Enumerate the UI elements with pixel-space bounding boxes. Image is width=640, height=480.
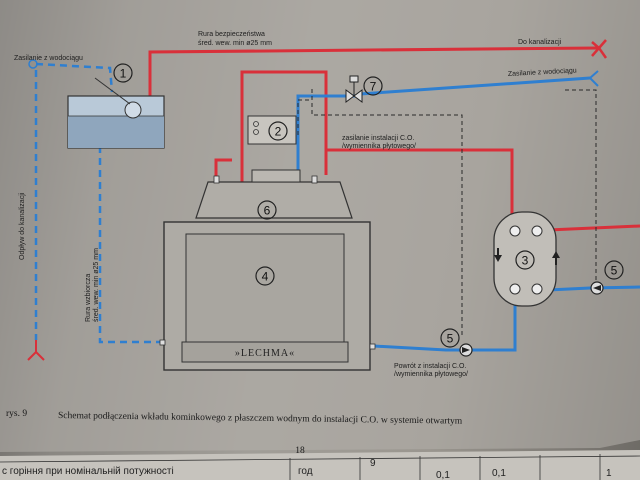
callout-5b bbox=[604, 260, 624, 280]
callout-2-number: 2 bbox=[275, 125, 282, 139]
co-supply-pipe bbox=[324, 148, 514, 228]
brand-logo: »LECHMA« bbox=[235, 348, 295, 359]
callout-4 bbox=[255, 266, 275, 286]
expansion-pipe-dashed bbox=[98, 146, 160, 344]
table-unit: год bbox=[298, 466, 313, 477]
pump-arrow-icon bbox=[462, 347, 470, 353]
connector-stub bbox=[159, 339, 166, 346]
ash-drawer bbox=[181, 341, 349, 363]
label-overflow: Odpływ do kanalizacji bbox=[19, 192, 26, 260]
callout-5a-number: 5 bbox=[447, 332, 454, 346]
caption-prefix: rys. 9 bbox=[6, 409, 27, 419]
connector-stub bbox=[369, 343, 376, 350]
mains-valve-icon bbox=[28, 59, 38, 69]
left-red-stub bbox=[214, 158, 232, 182]
label-co-return-2: /wymiennika płytowego/ bbox=[394, 371, 468, 378]
expansion-tank bbox=[67, 77, 165, 149]
table-row-label: с горіння при номінальній потужності bbox=[2, 466, 174, 477]
right-return-pipe bbox=[547, 285, 640, 292]
arrow-down-icon bbox=[497, 248, 499, 256]
controller-box bbox=[247, 115, 297, 145]
bottom-table: с горіння при номінальній потужності год… bbox=[0, 450, 640, 480]
table-cell: 0,1 bbox=[492, 468, 506, 479]
safety-pipe bbox=[148, 46, 599, 96]
flow-arrows bbox=[494, 248, 560, 265]
callout-4-number: 4 bbox=[262, 270, 269, 284]
float-valve-icon bbox=[124, 101, 142, 119]
label-expansion-pipe-2: śred. wew. min ø25 mm bbox=[93, 248, 100, 322]
drain-left-icon bbox=[27, 340, 45, 361]
fireplace-door bbox=[185, 233, 345, 343]
callout-5b-number: 5 bbox=[611, 264, 618, 278]
flue-collar bbox=[251, 169, 301, 183]
callout-7-number: 7 bbox=[370, 80, 377, 94]
table-cell: 0,1 bbox=[436, 470, 450, 480]
mains-supply-right bbox=[359, 76, 591, 96]
arrow-down-icon bbox=[494, 255, 502, 262]
right-supply-pipe bbox=[547, 224, 640, 232]
callout-5a bbox=[440, 328, 460, 348]
supply-pipes bbox=[148, 46, 640, 232]
callout-3 bbox=[515, 250, 535, 270]
label-co-supply-2: /wymiennika płytowego/ bbox=[342, 143, 416, 150]
label-safety-pipe-1: Rura bezpieczeństwa bbox=[198, 31, 265, 38]
table-cell: 9 bbox=[370, 458, 376, 469]
arrow-up-icon bbox=[555, 257, 557, 265]
label-mains-left: Zasilanie z wodociągu bbox=[14, 55, 83, 62]
callout-6-number: 6 bbox=[264, 204, 271, 218]
label-expansion-pipe-1: Rura wzbiorcza bbox=[85, 274, 92, 322]
callout-2 bbox=[268, 121, 288, 141]
table-cell: 1 bbox=[606, 468, 612, 479]
label-co-supply-1: zasilanie instalacji C.O. bbox=[342, 135, 414, 142]
fireplace-insert bbox=[163, 169, 371, 371]
callout-3-number: 3 bbox=[522, 254, 529, 268]
callout-1 bbox=[113, 63, 133, 83]
fireplace-top bbox=[195, 181, 353, 219]
pump-arrow-icon bbox=[593, 285, 601, 291]
callout-7 bbox=[363, 76, 383, 96]
label-mains-right: Zasilanie z wodociągu bbox=[508, 67, 577, 78]
red-loop-pipe bbox=[240, 70, 328, 188]
callout-1-number: 1 bbox=[120, 67, 127, 81]
controller-knob-icon bbox=[253, 129, 259, 135]
dashed-blue-lines bbox=[34, 62, 160, 344]
connector-stub bbox=[213, 175, 220, 184]
connector-stub bbox=[311, 175, 318, 184]
thermostatic-valve bbox=[345, 75, 363, 103]
left-mains-dashed bbox=[35, 62, 114, 93]
controller-knob-icon bbox=[253, 121, 259, 127]
arrow-up-icon bbox=[552, 251, 560, 258]
label-drain: Do kanalizacji bbox=[518, 39, 562, 46]
callout-6 bbox=[257, 200, 277, 220]
mains-inlet-icon bbox=[589, 70, 599, 87]
label-safety-pipe-2: śred. wew. min ø25 mm bbox=[198, 40, 272, 47]
tank-water-level bbox=[68, 116, 164, 148]
drain-outlet-icon bbox=[591, 39, 608, 59]
label-co-return-1: Powrót z instalacji C.O. bbox=[394, 363, 466, 370]
page-number: 18 bbox=[295, 446, 305, 456]
